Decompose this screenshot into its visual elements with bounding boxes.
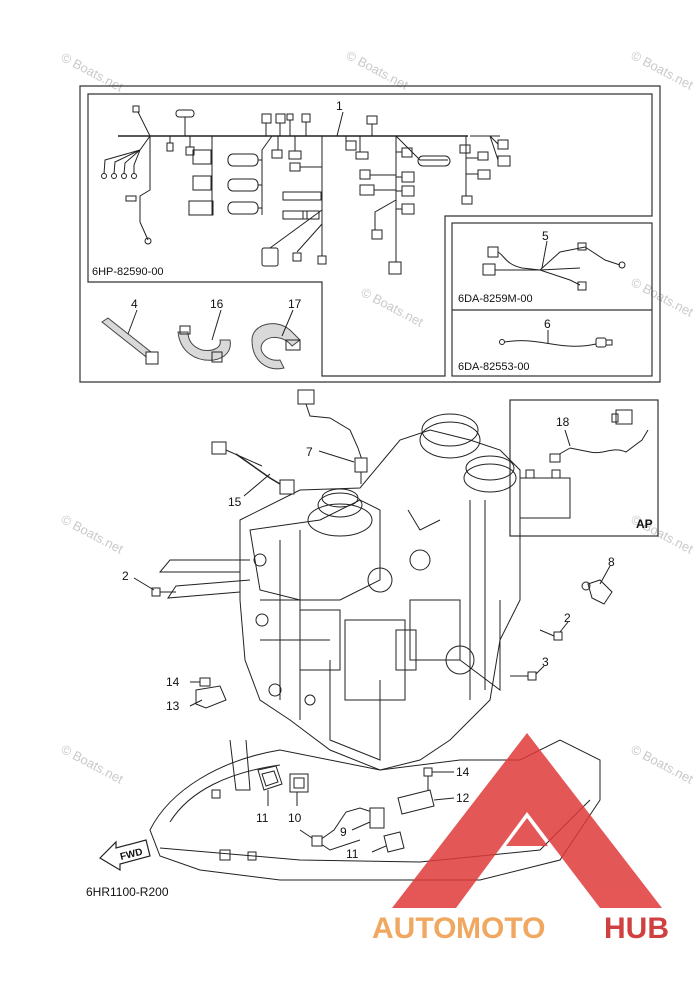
logo-triangle <box>392 733 662 908</box>
watermark: © Boats.net <box>59 741 127 786</box>
sensor-7-illustration <box>297 389 368 484</box>
callout-leader <box>336 111 344 137</box>
callout-leader <box>211 309 222 341</box>
callout-15: 15 <box>228 495 242 509</box>
callout-leader <box>559 621 569 633</box>
callout-8: 8 <box>608 555 615 569</box>
callout-12: 12 <box>456 791 470 805</box>
ap-box: 18 AP <box>509 399 659 537</box>
panel-outer-frame <box>79 85 661 383</box>
grommet-11-left-illustration <box>257 765 283 791</box>
callout-17: 17 <box>288 297 302 311</box>
callout-2-right: 2 <box>564 611 571 625</box>
callout-1: 1 <box>336 99 343 113</box>
callout-4: 4 <box>131 297 138 311</box>
ap-label: AP <box>636 517 653 531</box>
callout-leader <box>433 797 455 801</box>
sensor-8-illustration <box>581 579 613 605</box>
kit-code-harness: 6HP-82590-00 <box>92 266 164 278</box>
callout-13: 13 <box>166 699 180 713</box>
switch-9-illustration <box>311 807 385 847</box>
grommet-10-illustration <box>289 773 309 793</box>
sensor-15-illustration <box>211 441 295 495</box>
bolt-2-left-illustration <box>151 587 176 597</box>
callout-leader <box>564 429 571 447</box>
clamp-17-illustration <box>251 323 301 370</box>
callout-leader <box>351 821 371 831</box>
harness-kit-panel: 1 6HP-82590-00 5 6DA-8259M-00 6 6DA-8255… <box>79 85 661 383</box>
callout-14-right: 14 <box>456 765 470 779</box>
callout-11-right: 11 <box>346 847 359 861</box>
watermarks: © Boats.net © Boats.net © Boats.net © Bo… <box>59 47 697 786</box>
bracket-12-illustration <box>397 767 435 815</box>
watermark: © Boats.net <box>629 274 697 319</box>
callout-leader <box>189 699 203 707</box>
callout-9: 9 <box>340 825 347 839</box>
logo-text-hub: HUB <box>604 912 669 945</box>
callout-leader <box>127 309 138 335</box>
callout-14-left: 14 <box>166 675 180 689</box>
callout-leader <box>535 665 545 675</box>
kit-code-subharness: 6DA-8259M-00 <box>458 293 533 305</box>
automotohub-logo: AUTO MOTO HUB <box>372 733 669 945</box>
harness-box <box>87 93 653 377</box>
battery-sensor-illustration <box>519 409 649 519</box>
clip-13-illustration <box>195 677 227 709</box>
watermark: © Boats.net <box>629 741 697 786</box>
callout-2-left: 2 <box>122 569 129 583</box>
bolt-2-right-illustration <box>539 629 563 641</box>
cable-tie-illustration <box>101 317 159 365</box>
callout-leader <box>133 577 155 591</box>
callout-7: 7 <box>306 445 313 459</box>
engine-block-illustration <box>158 413 521 771</box>
callout-18: 18 <box>556 415 570 429</box>
grommet-11-right-illustration <box>383 831 405 853</box>
wire-harness-illustration <box>101 105 511 275</box>
callout-5: 5 <box>542 229 549 243</box>
callout-leader <box>599 565 611 585</box>
diagram-code: 6HR1100-R200 <box>86 885 169 899</box>
callout-leader <box>541 240 548 269</box>
callout-11-left: 11 <box>256 811 269 825</box>
fwd-label: FWD <box>119 847 144 863</box>
callout-16: 16 <box>210 297 224 311</box>
callout-6: 6 <box>544 317 551 331</box>
callout-3: 3 <box>542 655 549 669</box>
subharness-box <box>451 222 653 377</box>
watermark: © Boats.net <box>59 49 127 94</box>
watermark: © Boats.net <box>359 284 427 329</box>
callout-leader <box>318 450 355 463</box>
logo-text-moto: MOTO <box>456 912 545 945</box>
clamp-16-illustration <box>177 325 231 363</box>
ap-frame <box>509 399 659 537</box>
fwd-arrow: FWD <box>99 839 151 872</box>
callout-10: 10 <box>288 811 302 825</box>
callout-leader <box>281 309 294 337</box>
bolt-3-illustration <box>510 671 537 681</box>
callout-leader <box>243 473 271 497</box>
callout-leader <box>371 845 387 853</box>
logo-text-auto: AUTO <box>372 912 456 945</box>
subharness-illustration <box>482 242 626 291</box>
kit-code-lead: 6DA-82553-00 <box>458 361 530 373</box>
lead-illustration <box>499 337 613 348</box>
watermark: © Boats.net <box>59 511 127 556</box>
